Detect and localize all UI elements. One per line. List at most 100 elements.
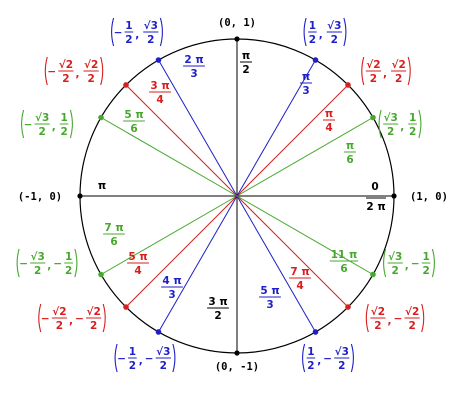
point-240-deg-dot [155, 329, 162, 335]
point-bottom-dot [234, 350, 240, 356]
angle-label-315-deg: 7 π4 [289, 266, 311, 292]
coordinate-label-300-deg-rparen [350, 343, 354, 373]
coordinate-label-300-deg-lparen [302, 343, 306, 373]
coordinate-label-225-deg-x-den: 2 [56, 320, 63, 332]
coordinate-label-150-deg-lparen [21, 109, 25, 139]
coordinate-label-225-deg-y-den: 2 [90, 320, 97, 332]
angle-label-330-deg-num: 11 π [331, 249, 358, 261]
angle-label-330-deg: 11 π 6 [329, 249, 359, 275]
coordinate-label-210-deg-comma: , [47, 260, 51, 272]
coordinate-label-330-deg-y-num: 1 [422, 251, 429, 263]
coordinate-label-315-deg: √22,−√22 [365, 303, 425, 333]
coordinate-label-315-deg-comma: , [388, 315, 392, 327]
angle-label-three-pi-over-2-num: 3 π [208, 296, 227, 308]
coordinate-label-60-deg-y-den: 2 [331, 34, 338, 46]
coordinate-label-330-deg-y-den: 2 [422, 265, 429, 277]
coordinate-label-330-deg-comma: , [405, 260, 409, 272]
point-right-dot [391, 193, 397, 199]
coordinate-label-210-deg-lparen [16, 248, 20, 278]
angle-label-300-deg-num: 5 π [260, 285, 279, 297]
coordinate-label-150-deg-y-num: 1 [60, 112, 67, 124]
coordinate-label-330-deg-x-num: √3 [388, 251, 402, 263]
coordinate-label-135-deg-x-sign: − [47, 66, 56, 78]
coordinate-label-210-deg-x-num: √3 [31, 251, 45, 263]
axis-coordinate-right: (1, 0) [410, 191, 448, 203]
coordinate-label-225-deg: −√22,−√22 [38, 303, 106, 333]
coordinate-label-45-deg-comma: , [383, 68, 387, 80]
two-pi-text: 2 π [366, 201, 385, 213]
angle-label-135-deg-num: 3 π [150, 80, 169, 92]
point-top-dot [234, 36, 240, 42]
coordinate-label-210-deg-x-den: 2 [34, 265, 41, 277]
angle-label-120-deg-den: 3 [190, 68, 197, 80]
coordinate-label-330-deg: √32,−12 [383, 248, 435, 278]
coordinate-label-120-deg-rparen [159, 17, 163, 47]
coordinate-label-315-deg-y-num: √2 [405, 306, 419, 318]
point-60-deg-dot [312, 57, 319, 63]
angle-label-30-deg-num: π [346, 140, 354, 152]
coordinate-label-210-deg-x-sign: − [19, 258, 28, 270]
coordinate-label-225-deg-y-sign: − [75, 313, 84, 325]
coordinate-label-300-deg-y-den: 2 [338, 360, 345, 372]
coordinate-label-150-deg-y-den: 2 [60, 126, 67, 138]
coordinate-label-135-deg-y-num: √2 [84, 59, 98, 71]
coordinate-label-225-deg-lparen [38, 303, 42, 333]
coordinate-label-240-deg-y-num: √3 [156, 346, 170, 358]
coordinate-label-45-deg-y-num: √2 [391, 59, 405, 71]
coordinate-label-30-deg-y-den: 2 [409, 126, 416, 138]
coordinate-label-120-deg-lparen [111, 17, 115, 47]
angle-label-three-pi-over-2-den: 2 [214, 310, 221, 322]
coordinate-label-240-deg-rparen [172, 343, 176, 373]
coordinate-label-210-deg: −√32,−12 [16, 248, 78, 278]
point-135-deg-dot [123, 82, 129, 88]
angle-label-pi-over-2-num: π [242, 50, 250, 62]
coordinate-label-150-deg-x-den: 2 [39, 126, 46, 138]
coordinate-label-30-deg-x-den: 2 [387, 126, 394, 138]
coordinate-label-240-deg-x-sign: − [117, 353, 126, 365]
coordinate-label-135-deg-y-den: 2 [87, 73, 94, 85]
spoke-315-deg [236, 195, 349, 308]
coordinate-label-315-deg-rparen [421, 303, 425, 333]
coordinate-label-210-deg-y-den: 2 [65, 265, 72, 277]
coordinate-label-60-deg-y-num: √3 [327, 20, 341, 32]
coordinate-label-330-deg-rparen [431, 248, 435, 278]
angle-label-300-deg-den: 3 [266, 299, 273, 311]
angle-label-315-deg-num: 7 π [290, 266, 309, 278]
angle-label-240-deg: 4 π3 [161, 275, 183, 301]
coordinate-label-45-deg-lparen [361, 56, 365, 86]
spoke-120-deg [158, 59, 238, 197]
coordinate-label-315-deg-lparen [365, 303, 369, 333]
angle-label-45-deg: π4 [323, 108, 335, 134]
coordinate-label-300-deg-y-num: √3 [335, 346, 349, 358]
coordinate-label-45-deg: √22,√22 [361, 56, 411, 86]
coordinate-label-30-deg-y-num: 1 [409, 112, 416, 124]
coordinate-label-135-deg-comma: , [76, 68, 80, 80]
angle-label-300-deg: 5 π3 [259, 285, 281, 311]
point-30-deg-dot [370, 114, 376, 121]
spoke-150-deg [100, 117, 238, 197]
angle-label-pi-over-2: π2 [240, 50, 252, 76]
angle-label-240-deg-den: 3 [168, 289, 175, 301]
coordinate-label-30-deg-lparen [378, 109, 382, 139]
angle-label-135-deg-den: 4 [156, 94, 163, 106]
axis-coordinate-bottom: (0, -1) [215, 361, 259, 373]
angle-label-30-deg-den: 6 [346, 154, 353, 166]
coordinate-label-300-deg: 12,−√32 [302, 343, 354, 373]
angle-label-150-deg: 5 π6 [123, 109, 145, 135]
point-330-deg-dot [370, 271, 376, 278]
coordinate-label-240-deg-y-sign: − [145, 353, 154, 365]
angle-label-pi: π [98, 180, 106, 192]
coordinate-label-120-deg-x-den: 2 [125, 34, 132, 46]
angle-label-45-deg-den: 4 [325, 122, 332, 134]
coordinate-label-240-deg-x-den: 2 [129, 360, 136, 372]
angle-label-210-deg-den: 6 [110, 236, 117, 248]
coordinate-label-45-deg-x-den: 2 [370, 73, 377, 85]
coordinate-label-30-deg-x-num: √3 [384, 112, 398, 124]
angle-label-pi-over-2-den: 2 [242, 64, 249, 76]
angle-label-60-deg-num: π [302, 71, 310, 83]
coordinate-label-120-deg: −12,√32 [111, 17, 163, 47]
coordinate-label-225-deg-x-num: √2 [52, 306, 66, 318]
angle-label-330-deg-den: 6 [340, 263, 347, 275]
coordinate-label-240-deg-y-den: 2 [160, 360, 167, 372]
coordinate-label-240-deg-x-num: 1 [129, 346, 136, 358]
